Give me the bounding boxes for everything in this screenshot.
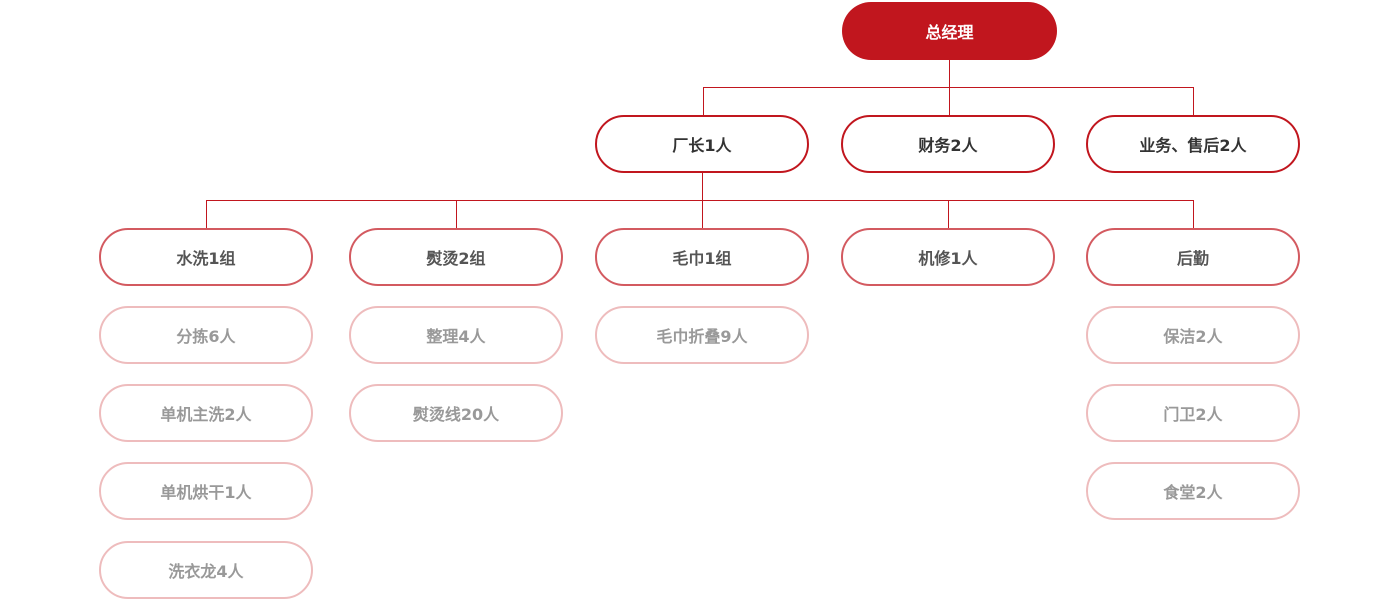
- node-factory-director: 厂长1人: [595, 115, 809, 173]
- connector: [702, 200, 703, 228]
- connector: [949, 60, 950, 87]
- node-ironing-line: 熨烫线20人: [349, 384, 563, 442]
- node-cleaning: 保洁2人: [1086, 306, 1300, 364]
- node-drying: 单机烘干1人: [99, 462, 313, 520]
- node-ironing-group: 熨烫2组: [349, 228, 563, 286]
- node-tunnel-washer: 洗衣龙4人: [99, 541, 313, 599]
- node-washing-group: 水洗1组: [99, 228, 313, 286]
- connector: [703, 87, 1194, 88]
- node-guard: 门卫2人: [1086, 384, 1300, 442]
- connector: [1193, 200, 1194, 228]
- connector: [703, 87, 704, 115]
- node-canteen: 食堂2人: [1086, 462, 1300, 520]
- connector: [206, 200, 207, 228]
- node-towel-folding: 毛巾折叠9人: [595, 306, 809, 364]
- connector: [948, 200, 949, 228]
- node-towel-group: 毛巾1组: [595, 228, 809, 286]
- node-main-wash: 单机主洗2人: [99, 384, 313, 442]
- node-maintenance: 机修1人: [841, 228, 1055, 286]
- connector: [949, 87, 950, 115]
- node-finance: 财务2人: [841, 115, 1055, 173]
- node-logistics: 后勤: [1086, 228, 1300, 286]
- connector: [1193, 87, 1194, 115]
- connector: [702, 173, 703, 200]
- node-sales-service: 业务、售后2人: [1086, 115, 1300, 173]
- node-finishing: 整理4人: [349, 306, 563, 364]
- node-sorting: 分拣6人: [99, 306, 313, 364]
- connector: [206, 200, 1194, 201]
- connector: [456, 200, 457, 228]
- node-general-manager: 总经理: [842, 2, 1057, 60]
